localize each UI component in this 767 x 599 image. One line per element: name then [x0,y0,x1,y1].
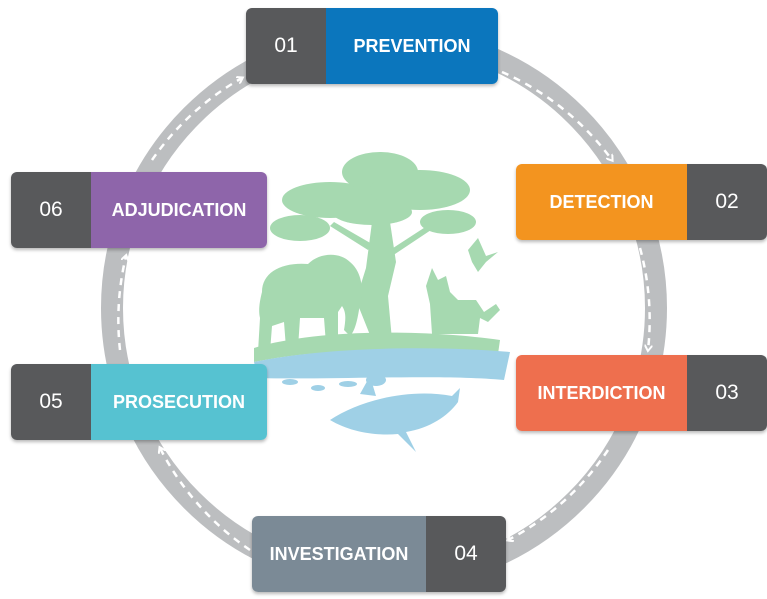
step-label: DETECTION [516,164,687,240]
step-label: PROSECUTION [91,364,267,440]
step-investigation: INVESTIGATION 04 [252,516,506,592]
step-number: 05 [11,364,91,440]
step-detection: DETECTION 02 [516,164,767,240]
step-prevention: 01 PREVENTION [246,8,498,84]
wildlife-illustration [254,152,510,452]
shark-icon [330,376,460,452]
tree-icon [270,152,476,340]
arrow-4-to-5 [160,448,251,552]
step-label: PREVENTION [326,8,498,84]
cycle-arrows [117,70,650,552]
step-label: INTERDICTION [516,355,687,431]
step-interdiction: INTERDICTION 03 [516,355,767,431]
step-prosecution: 05 PROSECUTION [11,364,267,440]
step-number: 04 [426,516,506,592]
water-band [254,348,510,380]
step-number: 03 [687,355,767,431]
arrow-5-to-6 [117,256,126,351]
elephant-icon [258,254,362,352]
bird-icon [468,238,498,272]
step-number: 06 [11,172,91,248]
arrow-2-to-3 [638,247,650,350]
step-number: 01 [246,8,326,84]
step-label: INVESTIGATION [252,516,426,592]
step-number: 02 [687,164,767,240]
step-label: ADJUDICATION [91,172,267,248]
arrow-3-to-4 [508,449,610,540]
fish-icon [282,379,357,391]
arrow-1-to-2 [501,70,612,160]
step-adjudication: 06 ADJUDICATION [11,172,267,248]
ground-band [254,332,500,362]
cat-icon [426,268,500,334]
